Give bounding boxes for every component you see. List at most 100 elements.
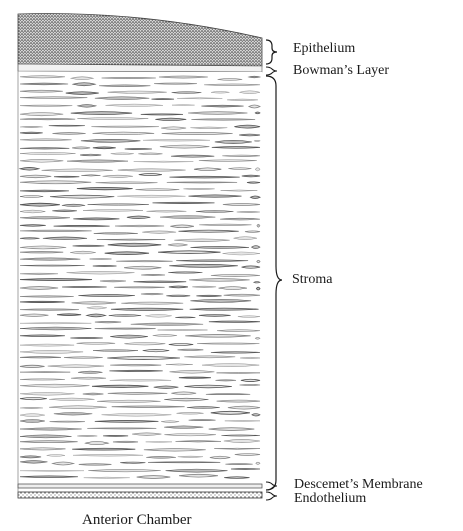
stroma-fiber (176, 260, 248, 262)
stroma-fiber (179, 230, 239, 232)
stroma-fiber (93, 350, 138, 352)
stroma-fiber (64, 357, 103, 359)
stroma-fiber (252, 414, 260, 416)
stroma-fiber (257, 224, 260, 227)
stroma-fiber (142, 231, 176, 233)
stroma-fiber (87, 314, 106, 317)
stroma-fiber (141, 293, 163, 294)
stroma-fiber (93, 147, 116, 149)
stroma-fiber (247, 182, 260, 183)
stroma-fiber (136, 189, 180, 191)
stroma-fiber (110, 364, 161, 365)
stroma-fiber (161, 421, 179, 423)
stroma-fiber (190, 127, 227, 129)
stroma-fiber (234, 125, 260, 128)
stroma-fiber (50, 421, 85, 422)
stroma-fiber (211, 352, 260, 353)
stroma-fiber (251, 196, 261, 198)
stroma-fiber (20, 301, 65, 302)
stroma-fiber (73, 454, 143, 456)
stroma-fiber (183, 188, 214, 189)
stroma-fiber (237, 211, 260, 212)
stroma-fiber (20, 372, 70, 373)
stroma-fiber (249, 105, 260, 108)
stroma-fiber (148, 462, 220, 463)
stroma-fiber (47, 454, 65, 456)
stroma-fiber (175, 317, 195, 318)
stroma-fiber (235, 454, 260, 456)
stroma-fiber (20, 132, 43, 134)
stroma-fiber (77, 342, 116, 344)
stroma-fiber (20, 246, 66, 249)
stroma-fiber (77, 118, 148, 120)
stroma-fiber (20, 76, 65, 78)
stroma-fiber (192, 286, 216, 287)
stroma-fiber (20, 118, 75, 119)
stroma-fiber (199, 224, 251, 226)
stroma-fiber (228, 406, 260, 409)
stroma-fiber (78, 295, 134, 297)
brace-bowman (266, 67, 277, 75)
stroma-fiber (125, 149, 152, 150)
stroma-fiber (48, 365, 104, 368)
stroma-fiber (73, 245, 105, 246)
stroma-fiber (159, 76, 208, 78)
stroma-fiber (254, 140, 260, 141)
stroma-fiber (20, 83, 68, 85)
stroma-fiber (108, 393, 168, 395)
stroma-fiber (218, 78, 243, 80)
stroma-fiber (62, 204, 85, 206)
stroma-fiber (20, 139, 72, 141)
stroma-fiber (20, 238, 40, 240)
stroma-fiber (20, 217, 70, 219)
stroma-fiber (212, 147, 260, 149)
stroma-fiber (211, 411, 250, 414)
stroma-fiber (211, 274, 260, 276)
stroma-fiber (54, 225, 110, 226)
stroma-fiber (20, 126, 43, 127)
stroma-fiber (57, 314, 81, 316)
stroma-fiber (20, 167, 39, 170)
label-endothelium: Endothelium (294, 491, 366, 507)
stroma-fiber (222, 155, 260, 157)
stroma-fiber (110, 379, 171, 381)
stroma-fiber (66, 92, 99, 95)
stroma-fiber (20, 203, 60, 206)
stroma-fiber (171, 392, 196, 395)
stroma-fiber (190, 308, 259, 310)
stroma-fiber (194, 168, 221, 171)
stroma-fiber (20, 195, 43, 197)
brace-epithelium (266, 40, 277, 64)
label-bowmans-layer: Bowman’s Layer (293, 63, 389, 79)
label-anterior-chamber: Anterior Chamber (82, 512, 192, 529)
stroma-fiber (111, 308, 183, 310)
stroma-fiber (143, 349, 170, 351)
stroma-fiber (242, 266, 260, 268)
stroma-fiber (178, 349, 204, 350)
stroma-fiber (20, 323, 91, 324)
stroma-fiber (185, 385, 232, 388)
stroma-fiber (77, 435, 97, 436)
stroma-fiber (166, 295, 190, 296)
stroma-fiber (169, 264, 238, 267)
stroma-fiber (152, 99, 175, 100)
stroma-fiber (20, 448, 66, 450)
stroma-fiber (169, 286, 188, 288)
stroma-fiber (94, 233, 138, 235)
stroma-fiber (20, 407, 43, 408)
stroma-fiber (20, 273, 58, 274)
stroma-fiber (132, 433, 161, 436)
stroma-fiber (52, 210, 77, 212)
stroma-fiber (223, 203, 260, 205)
stroma-fiber (188, 112, 247, 115)
stroma-fiber (209, 428, 255, 431)
stroma-fiber (210, 456, 230, 459)
stroma-fiber (88, 204, 149, 206)
stroma-fiber (164, 426, 203, 429)
stroma-fiber (177, 98, 222, 99)
stroma-fiber (204, 84, 260, 86)
stroma-fiber (153, 335, 177, 337)
stroma-fiber (242, 175, 260, 177)
stroma-fiber (87, 428, 156, 429)
